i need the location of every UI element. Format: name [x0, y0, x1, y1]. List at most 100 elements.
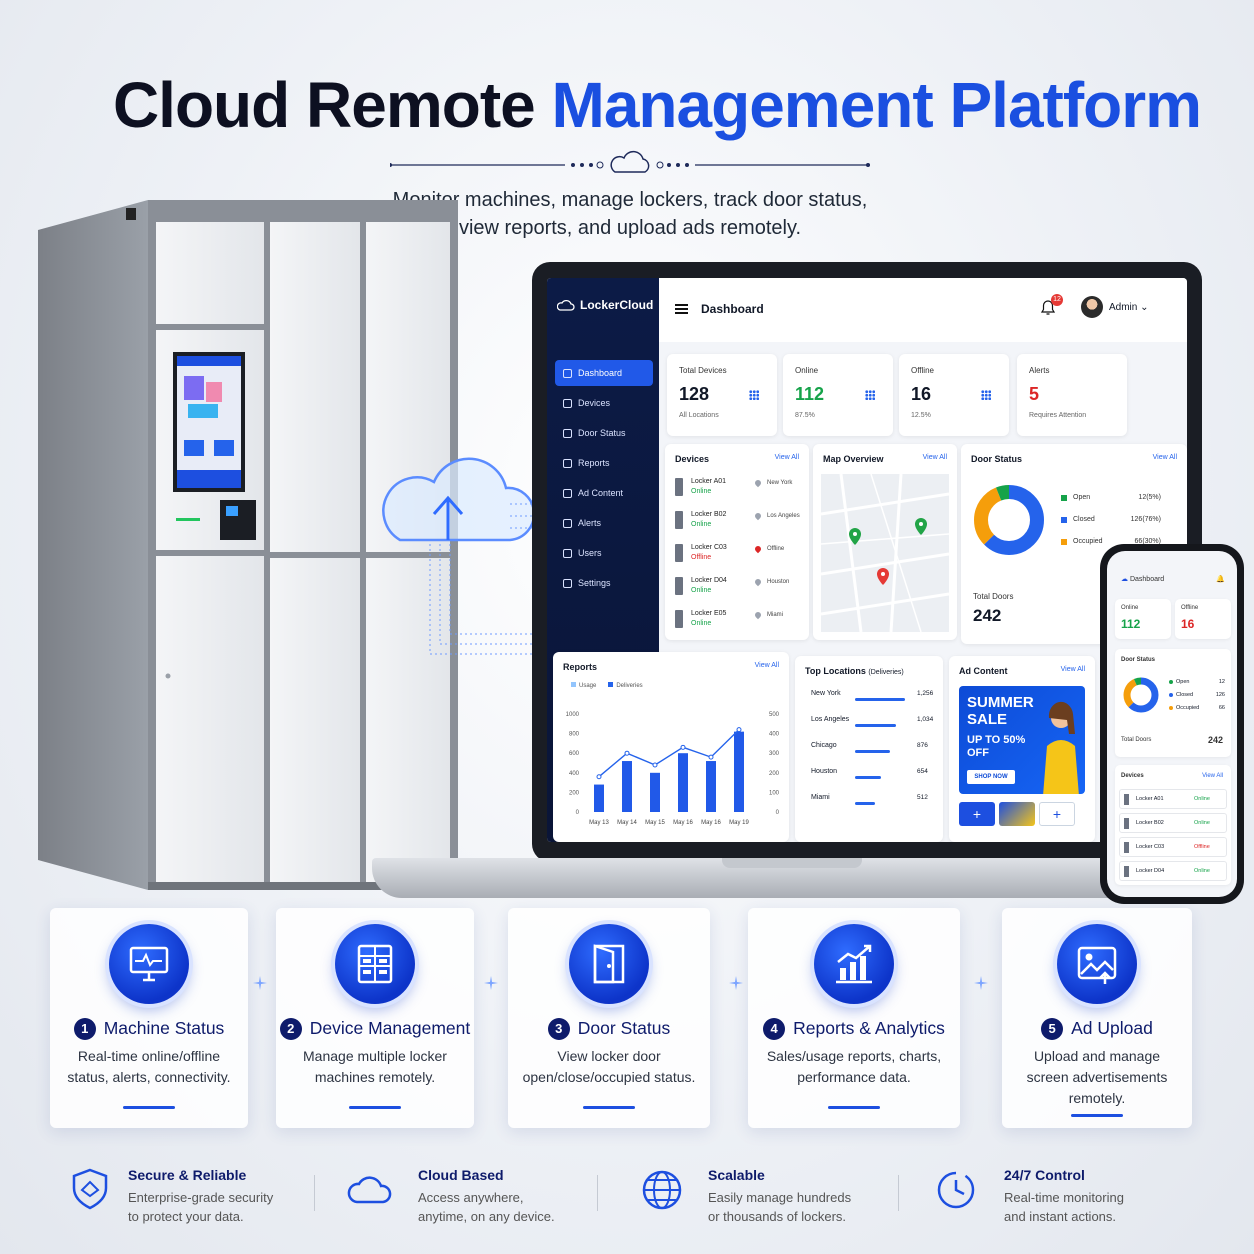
phone-online-card: Online 112: [1115, 599, 1171, 639]
y-tick-label: 600: [569, 751, 580, 757]
phone-bell-icon[interactable]: 🔔: [1216, 576, 1225, 583]
stat-sub: All Locations: [679, 412, 719, 419]
device-location: Miami: [767, 612, 783, 618]
sidebar-item-devices[interactable]: Devices: [555, 390, 653, 416]
device-location: Offline: [767, 546, 785, 552]
sidebar-item-ad-content[interactable]: Ad Content: [555, 480, 653, 506]
y2-tick-label: 100: [769, 790, 780, 796]
view-all-link[interactable]: View All: [754, 662, 779, 669]
avatar[interactable]: [1081, 296, 1103, 318]
line-point: [624, 750, 630, 756]
upload-ad-button[interactable]: +: [1039, 802, 1075, 826]
image-upload-icon: [1057, 924, 1137, 1004]
stat-value: 128: [679, 384, 710, 404]
cloud-divider-icon: [390, 150, 870, 173]
door-donut-chart: [974, 485, 1044, 555]
view-all-link[interactable]: View All: [774, 454, 799, 461]
sidebar-item-alerts[interactable]: Alerts: [555, 510, 653, 536]
series-line: [598, 729, 740, 778]
gear-icon: [563, 578, 572, 588]
title-part-1: Cloud Remote: [112, 69, 536, 141]
add-ad-button[interactable]: +: [959, 802, 995, 826]
door-icon: [563, 428, 572, 438]
shield-icon: [72, 1168, 108, 1210]
shop-now-button[interactable]: SHOP NOW: [967, 770, 1015, 784]
x-tick-label: May 16: [673, 820, 693, 826]
cloud-upload-icon: [382, 457, 565, 655]
location-pin-icon: [753, 511, 763, 521]
y-tick-label: 1000: [566, 712, 580, 718]
device-status: Online: [1194, 820, 1210, 826]
bell-icon[interactable]: [1041, 300, 1055, 316]
clock-icon: [937, 1171, 975, 1209]
ad-content-panel: Ad Content View All SUMMER SALE UP TO 50…: [949, 656, 1095, 842]
location-value: 1,256: [917, 690, 934, 697]
ad-banner[interactable]: SUMMER SALE UP TO 50% OFF SHOP NOW: [959, 686, 1085, 794]
sidebar-item-label: Alerts: [578, 518, 602, 528]
locker-icon: [675, 610, 683, 628]
map-pin-icon: [877, 568, 889, 585]
ad-thumbnail[interactable]: [999, 802, 1035, 826]
users-icon: [563, 548, 572, 558]
device-status: Online: [1194, 868, 1210, 874]
online-label: Online: [1121, 605, 1139, 611]
device-status: Online: [691, 521, 712, 528]
device-name: Locker C03: [1136, 844, 1165, 850]
sidebar-item-dashboard[interactable]: Dashboard: [555, 360, 653, 386]
laptop-notch: [722, 858, 862, 868]
locker-icon: [1124, 866, 1129, 877]
stat-sub: 87.5%: [795, 412, 815, 419]
view-all-link[interactable]: View All: [1152, 454, 1177, 461]
user-menu[interactable]: Admin ⌄: [1109, 302, 1149, 313]
sidebar-item-reports[interactable]: Reports: [555, 450, 653, 476]
total-doors-label: Total Doors: [1121, 737, 1152, 743]
line-point: [596, 774, 602, 780]
location-value: 1,034: [917, 716, 934, 723]
list-item[interactable]: Locker B02 Online: [1119, 813, 1227, 833]
legend-label: Closed: [1176, 692, 1194, 698]
feature-description: Manage multiple locker machines remotely…: [303, 1048, 447, 1085]
view-all-link[interactable]: View All: [1202, 773, 1223, 779]
offline-label: Offline: [1181, 605, 1199, 611]
sidebar-item-door-status[interactable]: Door Status: [555, 420, 653, 446]
legend-swatch: [1061, 538, 1067, 545]
monitor-pulse-icon: [109, 924, 189, 1004]
view-all-link[interactable]: View All: [1060, 666, 1085, 673]
line-point: [708, 754, 714, 760]
feature-number: 1: [73, 1018, 96, 1040]
location-value: 654: [917, 768, 928, 775]
grid-icon: [865, 390, 875, 400]
device-name: Locker B02: [1136, 820, 1164, 826]
subtitle: Monitor machines, manage lockers, track …: [330, 186, 930, 242]
sidebar-item-settings[interactable]: Settings: [555, 570, 653, 596]
sidebar-item-users[interactable]: Users: [555, 540, 653, 566]
notification-badge: 12: [1051, 294, 1063, 306]
menu-icon[interactable]: [675, 304, 688, 314]
y2-tick-label: 500: [769, 712, 780, 718]
dashboard-icon: [563, 368, 572, 378]
stat-label: Online: [795, 366, 819, 375]
stat-value: 112: [795, 384, 825, 404]
stat-value: 16: [911, 384, 932, 404]
map-view[interactable]: [821, 474, 949, 632]
view-all-link[interactable]: View All: [922, 454, 947, 461]
grid-icon: [749, 390, 759, 400]
